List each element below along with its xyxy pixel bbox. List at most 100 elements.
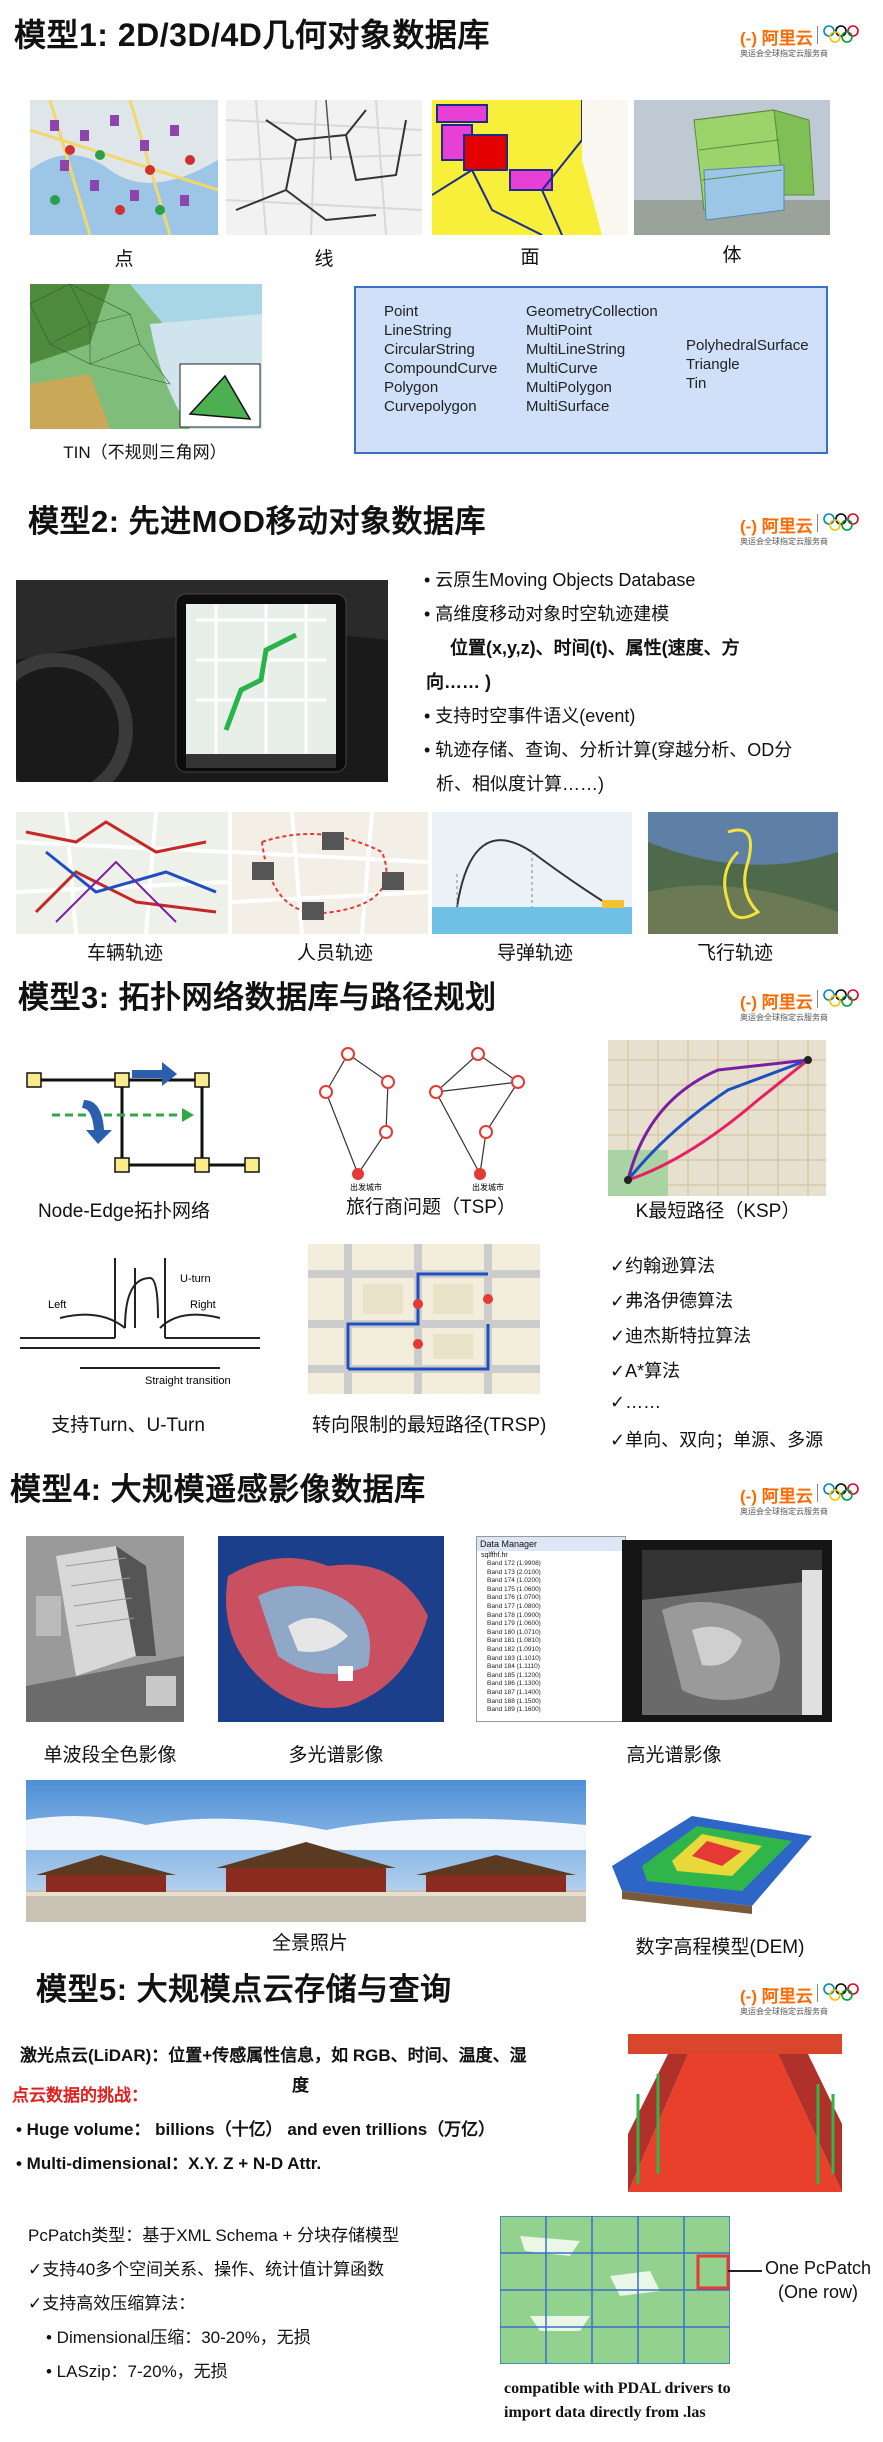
mod-bullet-2: • 高维度移动对象时空轨迹建模	[424, 604, 670, 624]
missile-trajectory-image	[432, 812, 632, 934]
turn-label: Right	[190, 1299, 216, 1311]
hyperspectral-image	[622, 1540, 832, 1722]
car-navigation-image	[16, 580, 388, 782]
aliyun-brand: (-) 阿里云 奥运会全球指定云服务商	[740, 1482, 859, 1522]
tin-image	[30, 284, 262, 429]
caption-person: 人员轨迹	[296, 943, 373, 964]
caption-panorama: 全景照片	[271, 1933, 348, 1954]
dm-file: sqlffhf.hr	[481, 1552, 508, 1559]
aliyun-tagline: 奥运会全球指定云服务商	[740, 49, 828, 58]
mod-bullet-3: 位置(x,y,z)、时间(t)、属性(速度、方	[450, 638, 740, 658]
tsp-diagram: 出发城市 出发城市	[308, 1042, 548, 1192]
tsp-start-label: 出发城市	[472, 1182, 504, 1192]
node-edge-diagram	[22, 1040, 262, 1180]
caption-flight: 飞行轨迹	[696, 943, 773, 964]
aliyun-logo: (-) 阿里云	[740, 29, 813, 48]
challenge-multidim: • Multi-dimensional：X.Y. Z + N-D Attr.	[16, 2154, 322, 2173]
pcpatch-type: PcPatch类型：基于XML Schema + 分块存储模型	[28, 2226, 400, 2245]
aliyun-tagline: 奥运会全球指定云服务商	[740, 2007, 828, 2016]
panchromatic-image	[26, 1536, 184, 1722]
lidar-pointcloud-image	[628, 2034, 842, 2192]
aliyun-tagline: 奥运会全球指定云服务商	[740, 1013, 828, 1022]
algo-item: ✓A*算法	[610, 1361, 681, 1381]
pcpatch-functions: ✓支持40多个空间关系、操作、统计值计算函数	[28, 2260, 385, 2279]
turn-label: Straight transition	[145, 1375, 231, 1387]
caption-ksp: K最短路径（KSP）	[635, 1201, 801, 1222]
mod-bullet-6: • 轨迹存储、查询、分析计算(穿越分析、OD分	[424, 740, 793, 760]
aliyun-brand: (-) 阿里云 奥运会全球指定云服务商	[740, 988, 859, 1028]
mod-bullet-4: 向…… )	[426, 672, 491, 692]
mod-bullet-5: • 支持时空事件语义(event)	[424, 706, 636, 726]
pcpatch-dimensional: • Dimensional压缩：30-20%，无损	[46, 2328, 311, 2347]
algo-item: ✓弗洛伊德算法	[610, 1291, 734, 1311]
aliyun-logo: (-) 阿里云	[740, 993, 813, 1012]
aliyun-logo: (-) 阿里云	[740, 517, 813, 536]
pcpatch-compression: ✓支持高效压缩算法：	[28, 2294, 196, 2313]
caption-polygon: 面	[520, 247, 540, 268]
data-manager-window: Data Manager sqlffhf.hr Band 172 (1.9908…	[476, 1536, 626, 1722]
caption-dem: 数字高程模型(DEM)	[635, 1937, 805, 1958]
aliyun-logo: (-) 阿里云	[740, 1487, 813, 1506]
dm-band-list: Band 172 (1.9908)Band 173 (2.0100)Band 1…	[487, 1560, 541, 1714]
algo-item: ✓迪杰斯特拉算法	[610, 1326, 752, 1346]
olympic-rings-icon	[823, 1483, 859, 1501]
point-map-image	[30, 100, 218, 235]
olympic-rings-icon	[823, 513, 859, 531]
aliyun-brand: (-) 阿里云 奥运会全球指定云服务商	[740, 1982, 859, 2022]
caption-hyperspectral: 高光谱影像	[626, 1745, 722, 1766]
dem-image	[602, 1796, 822, 1916]
pcpatch-row-label: (One row)	[777, 2282, 858, 2302]
person-trajectory-image	[232, 812, 428, 934]
volume-3d-image	[634, 100, 830, 235]
pcpatch-grid-image	[500, 2216, 730, 2364]
turn-label: U-turn	[180, 1273, 211, 1285]
caption-missile: 导弹轨迹	[496, 943, 573, 964]
section1-title: 模型1: 2D/3D/4D几何对象数据库	[14, 17, 490, 53]
caption-node-edge: Node-Edge拓扑网络	[37, 1201, 211, 1222]
caption-multispectral: 多光谱影像	[288, 1745, 384, 1766]
turn-label: Left	[48, 1299, 66, 1311]
algo-item: ✓……	[610, 1392, 662, 1412]
lidar-text-1: 激光点云(LiDAR)：位置+传感属性信息，如 RGB、时间、温度、湿	[20, 2046, 527, 2065]
caption-vehicle: 车辆轨迹	[86, 943, 163, 964]
polygon-map-image	[432, 100, 628, 235]
aliyun-brand: (-) 阿里云 奥运会全球指定云服务商	[740, 512, 859, 552]
mod-bullet-1: • 云原生Moving Objects Database	[424, 570, 696, 590]
aliyun-tagline: 奥运会全球指定云服务商	[740, 1507, 828, 1516]
caption-turn: 支持Turn、U-Turn	[51, 1415, 205, 1436]
aliyun-brand: (-) 阿里云 奥运会全球指定云服务商	[740, 24, 859, 64]
caption-tsp: 旅行商问题（TSP）	[346, 1197, 516, 1218]
challenge-heading: 点云数据的挑战：	[12, 2086, 148, 2105]
trsp-map-image	[308, 1244, 540, 1394]
caption-tin: TIN（不规则三角网）	[63, 443, 227, 462]
aliyun-logo: (-) 阿里云	[740, 1987, 813, 2006]
challenge-volume: • Huge volume： billions（十亿） and even tri…	[16, 2120, 496, 2139]
caption-trsp: 转向限制的最短路径(TRSP)	[312, 1415, 547, 1436]
aliyun-tagline: 奥运会全球指定云服务商	[740, 537, 828, 546]
vehicle-trajectory-image	[16, 812, 228, 934]
section4-title: 模型4: 大规模遥感影像数据库	[10, 1472, 426, 1507]
caption-line: 线	[314, 249, 334, 270]
section3-title: 模型3: 拓扑网络数据库与路径规划	[18, 980, 497, 1015]
multispectral-image	[218, 1536, 444, 1722]
tsp-start-label: 出发城市	[350, 1182, 382, 1192]
caption-point: 点	[114, 249, 134, 270]
lidar-text-2: 度	[292, 2076, 309, 2095]
mod-bullet-7: 析、相似度计算……)	[436, 774, 604, 794]
algo-item: ✓单向、双向；单源、多源	[610, 1430, 824, 1450]
pdal-note-2: import data directly from .las	[504, 2404, 706, 2421]
section2-title: 模型2: 先进MOD移动对象数据库	[28, 504, 486, 539]
olympic-rings-icon	[823, 1983, 859, 2001]
turn-diagram: U-turn Left Right Straight transition	[20, 1258, 260, 1390]
algo-item: ✓约翰逊算法	[610, 1256, 716, 1276]
olympic-rings-icon	[823, 25, 859, 43]
pcpatch-label: One PcPatch	[764, 2258, 872, 2278]
pcpatch-pointer-line	[728, 2270, 762, 2272]
caption-volume: 体	[722, 245, 742, 266]
section5-title: 模型5: 大规模点云存储与查询	[36, 1972, 452, 2007]
flight-trajectory-image	[648, 812, 838, 934]
